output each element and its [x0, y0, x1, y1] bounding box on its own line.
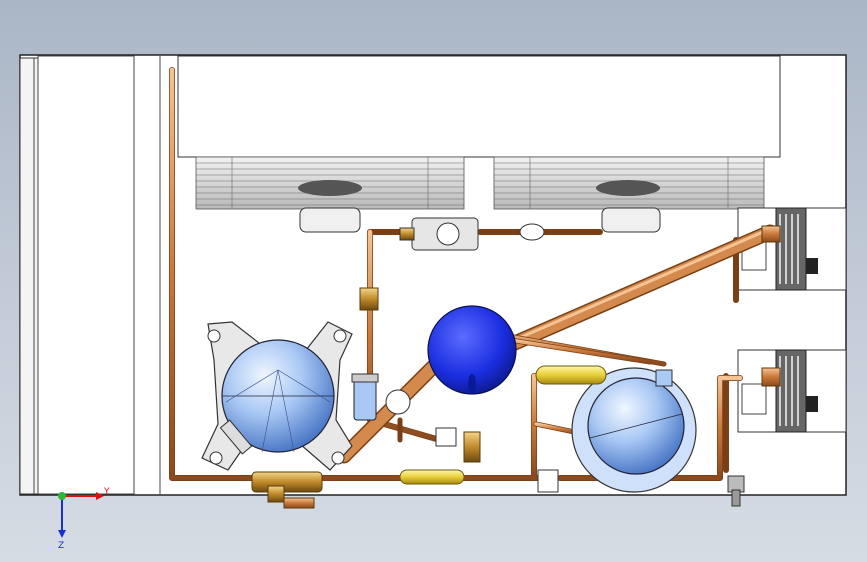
axis-origin [58, 492, 66, 500]
z-axis-arrow [58, 530, 66, 538]
valves-and-fittings [251, 217, 781, 509]
y-axis-label: Y [103, 487, 110, 497]
electrical-box-lower [737, 349, 847, 433]
filter-drier [399, 365, 607, 485]
x-axis-arrow [96, 492, 104, 500]
condenser-coil-right [493, 156, 765, 233]
axis-triad: Y Z [58, 487, 110, 551]
liquid-receiver [427, 305, 517, 395]
compressor-right [571, 367, 697, 493]
accumulator [351, 373, 379, 421]
condenser-coil-left [195, 156, 465, 233]
electrical-box-upper [737, 207, 847, 291]
z-axis-label: Z [58, 541, 64, 551]
cabinet-frame [19, 54, 847, 496]
compressor-left [201, 321, 353, 471]
